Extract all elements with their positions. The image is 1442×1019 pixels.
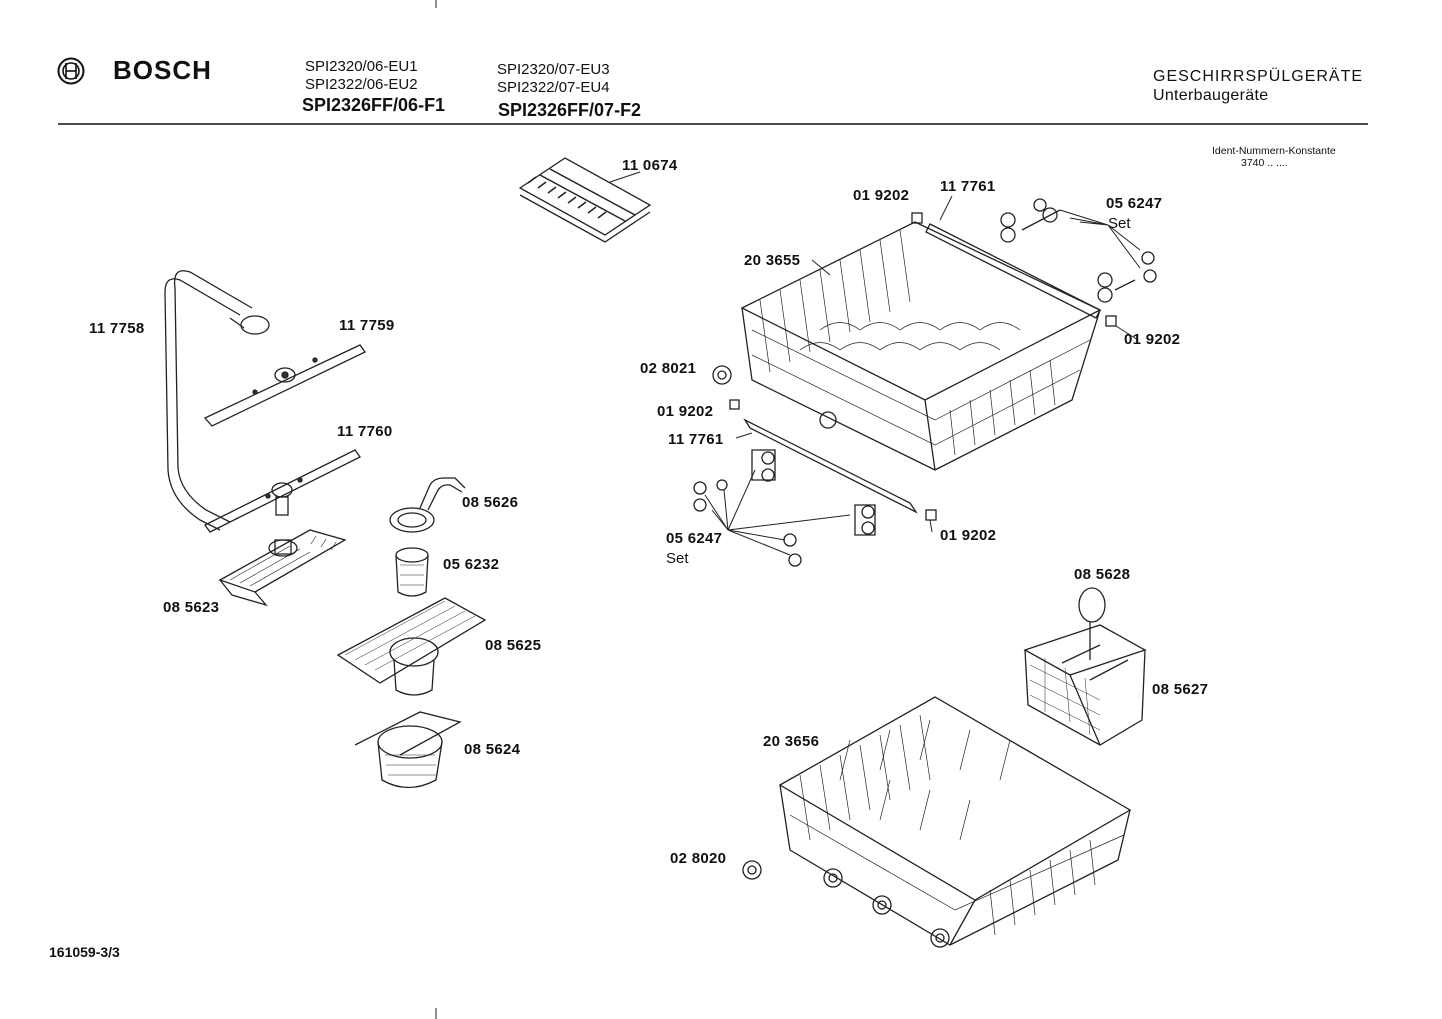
part-label-085627: 08 5627 [1152, 681, 1209, 698]
brand-name: BOSCH [113, 55, 212, 85]
rail-117761-top [911, 212, 1117, 327]
clip-019202-left [729, 399, 740, 410]
roller-028020 [742, 860, 762, 880]
category-subtitle: Unterbaugeräte [1153, 87, 1269, 104]
part-label-203655: 20 3655 [744, 252, 801, 269]
comb-rack-110674 [518, 157, 652, 243]
part-label-117760: 11 7760 [337, 423, 393, 440]
part-label-056247-top: 05 6247 [1106, 195, 1163, 212]
part-label-117758: 11 7758 [89, 320, 145, 337]
rail-117761-bottom [743, 418, 937, 521]
part-label-019202-left: 01 9202 [657, 403, 714, 420]
basket-handle-085628 [1078, 587, 1106, 660]
part-label-085625: 08 5625 [485, 637, 542, 654]
document-number: 161059-3/3 [49, 944, 120, 960]
filter-085623 [218, 529, 347, 607]
part-label-028020: 02 8020 [670, 850, 727, 867]
part-label-019202-bottom: 01 9202 [940, 527, 997, 544]
spray-arm-117760 [204, 449, 361, 533]
model-2: SPI2322/06-EU2 [305, 76, 418, 93]
model-6: SPI2326FF/07-F2 [498, 100, 642, 120]
ident-label: Ident-Nummern-Konstante [1212, 145, 1336, 157]
model-3: SPI2326FF/06-F1 [302, 95, 446, 115]
flat-filter-085625 [336, 597, 487, 696]
coarse-filter-085624 [354, 711, 462, 789]
category-title: GESCHIRRSPÜLGERÄTE [1153, 68, 1364, 85]
roller-028021 [712, 365, 732, 385]
supply-pipe-117758 [164, 270, 270, 531]
part-label-203656: 20 3656 [763, 733, 820, 750]
set-label-top: Set [1108, 215, 1131, 232]
part-label-110674: 11 0674 [622, 157, 678, 174]
part-label-117761-top: 11 7761 [940, 178, 996, 195]
part-label-117761-bottom: 11 7761 [668, 431, 724, 448]
part-label-019202-right: 01 9202 [1124, 331, 1181, 348]
connector-085626 [389, 477, 466, 533]
filter-cylinder-056232 [395, 547, 429, 597]
part-label-117759: 11 7759 [339, 317, 395, 334]
cutlery-basket-085627 [1023, 624, 1147, 746]
roller-set-056247-bottom [693, 449, 876, 567]
part-label-056247-bottom: 05 6247 [666, 530, 723, 547]
lower-basket-203656 [778, 696, 1132, 948]
part-label-056232: 05 6232 [443, 556, 500, 573]
bosch-logo-icon [57, 57, 85, 85]
model-4: SPI2320/07-EU3 [497, 61, 610, 78]
spray-arm-117759 [203, 344, 366, 427]
part-label-085623: 08 5623 [163, 599, 220, 616]
roller-set-056247-top [1000, 198, 1157, 303]
part-label-085626: 08 5626 [462, 494, 519, 511]
set-label-bottom: Set [666, 550, 689, 567]
model-5: SPI2322/07-EU4 [497, 79, 610, 96]
part-label-028021: 02 8021 [640, 360, 697, 377]
part-label-019202-top: 01 9202 [853, 187, 910, 204]
model-1: SPI2320/06-EU1 [305, 58, 418, 75]
part-label-085624: 08 5624 [464, 741, 521, 758]
ident-value: 3740 .. .... [1241, 157, 1288, 169]
part-label-085628: 08 5628 [1074, 566, 1131, 583]
